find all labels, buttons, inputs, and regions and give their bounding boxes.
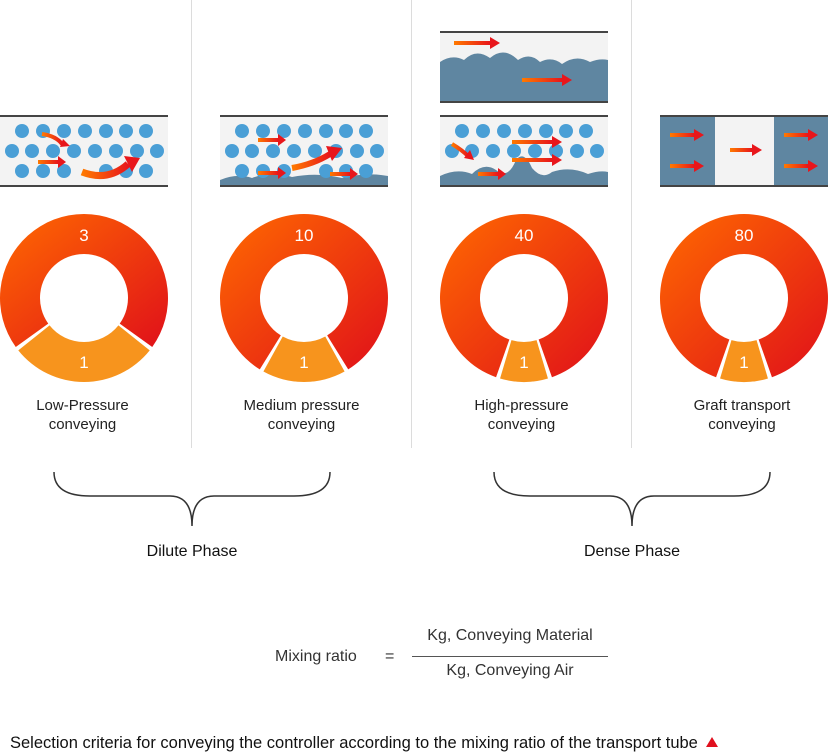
triangle-up-icon [705,737,718,747]
formula-denominator: Kg, Conveying Air [446,662,574,679]
flow-arrow-group [670,129,818,172]
mode-high-pressure: 40 1 High-pressure conveying [412,0,631,448]
mode-low-pressure: 3 1 Low-Pressure conveying [0,0,191,448]
fraction-bar [412,656,608,657]
flow-arrow-group [450,136,562,180]
air-ratio-label: 1 [79,353,88,372]
ratio-donut: 10 1 [220,214,388,382]
column-divider [631,0,632,448]
low-pressure-illustration: 3 1 [0,115,168,382]
mode-label: High-pressure conveying [474,397,569,433]
dilute-phase-brace [53,471,331,527]
mode-label: Low-Pressure conveying [36,397,129,433]
dense-phase-brace [493,471,771,527]
formula-equals: = [385,648,395,665]
air-ratio-label: 1 [299,353,308,372]
particle-group [5,124,164,178]
formula-numerator: Kg, Conveying Material [427,627,593,644]
mode-medium-pressure: 10 1 Medium pressure conveying [192,0,411,448]
dilute-phase-label: Dilute Phase [146,543,238,560]
mode-graft-transport: 80 1 Graft transport conveying [632,0,828,448]
flow-arrow-group [258,134,358,180]
mode-label: Graft transport conveying [693,397,791,433]
material-ratio-label: 80 [735,226,754,245]
air-ratio-label: 1 [519,353,528,372]
mode-label: Medium pressure conveying [243,397,360,433]
flow-arrow-group [38,132,140,180]
particle-group [225,124,384,178]
material-ratio-label: 40 [515,226,534,245]
caption-text: Selection criteria for conveying the con… [10,734,698,752]
dense-phase-label: Dense Phase [583,543,681,560]
ratio-donut: 3 1 [0,214,168,382]
high-pressure-illustration: 40 1 [440,31,608,382]
material-ratio-label: 3 [79,226,88,245]
material-ratio-label: 10 [295,226,314,245]
formula-label: Mixing ratio [275,648,357,665]
column-divider [411,0,412,448]
caption: Selection criteria for conveying the con… [10,734,718,753]
column-divider [191,0,192,448]
ratio-donut: 40 1 [440,213,608,382]
graft-transport-illustration: 80 1 [660,115,828,382]
ratio-donut: 80 1 [660,213,828,382]
air-ratio-label: 1 [739,353,748,372]
medium-pressure-illustration: 10 1 [220,115,388,382]
